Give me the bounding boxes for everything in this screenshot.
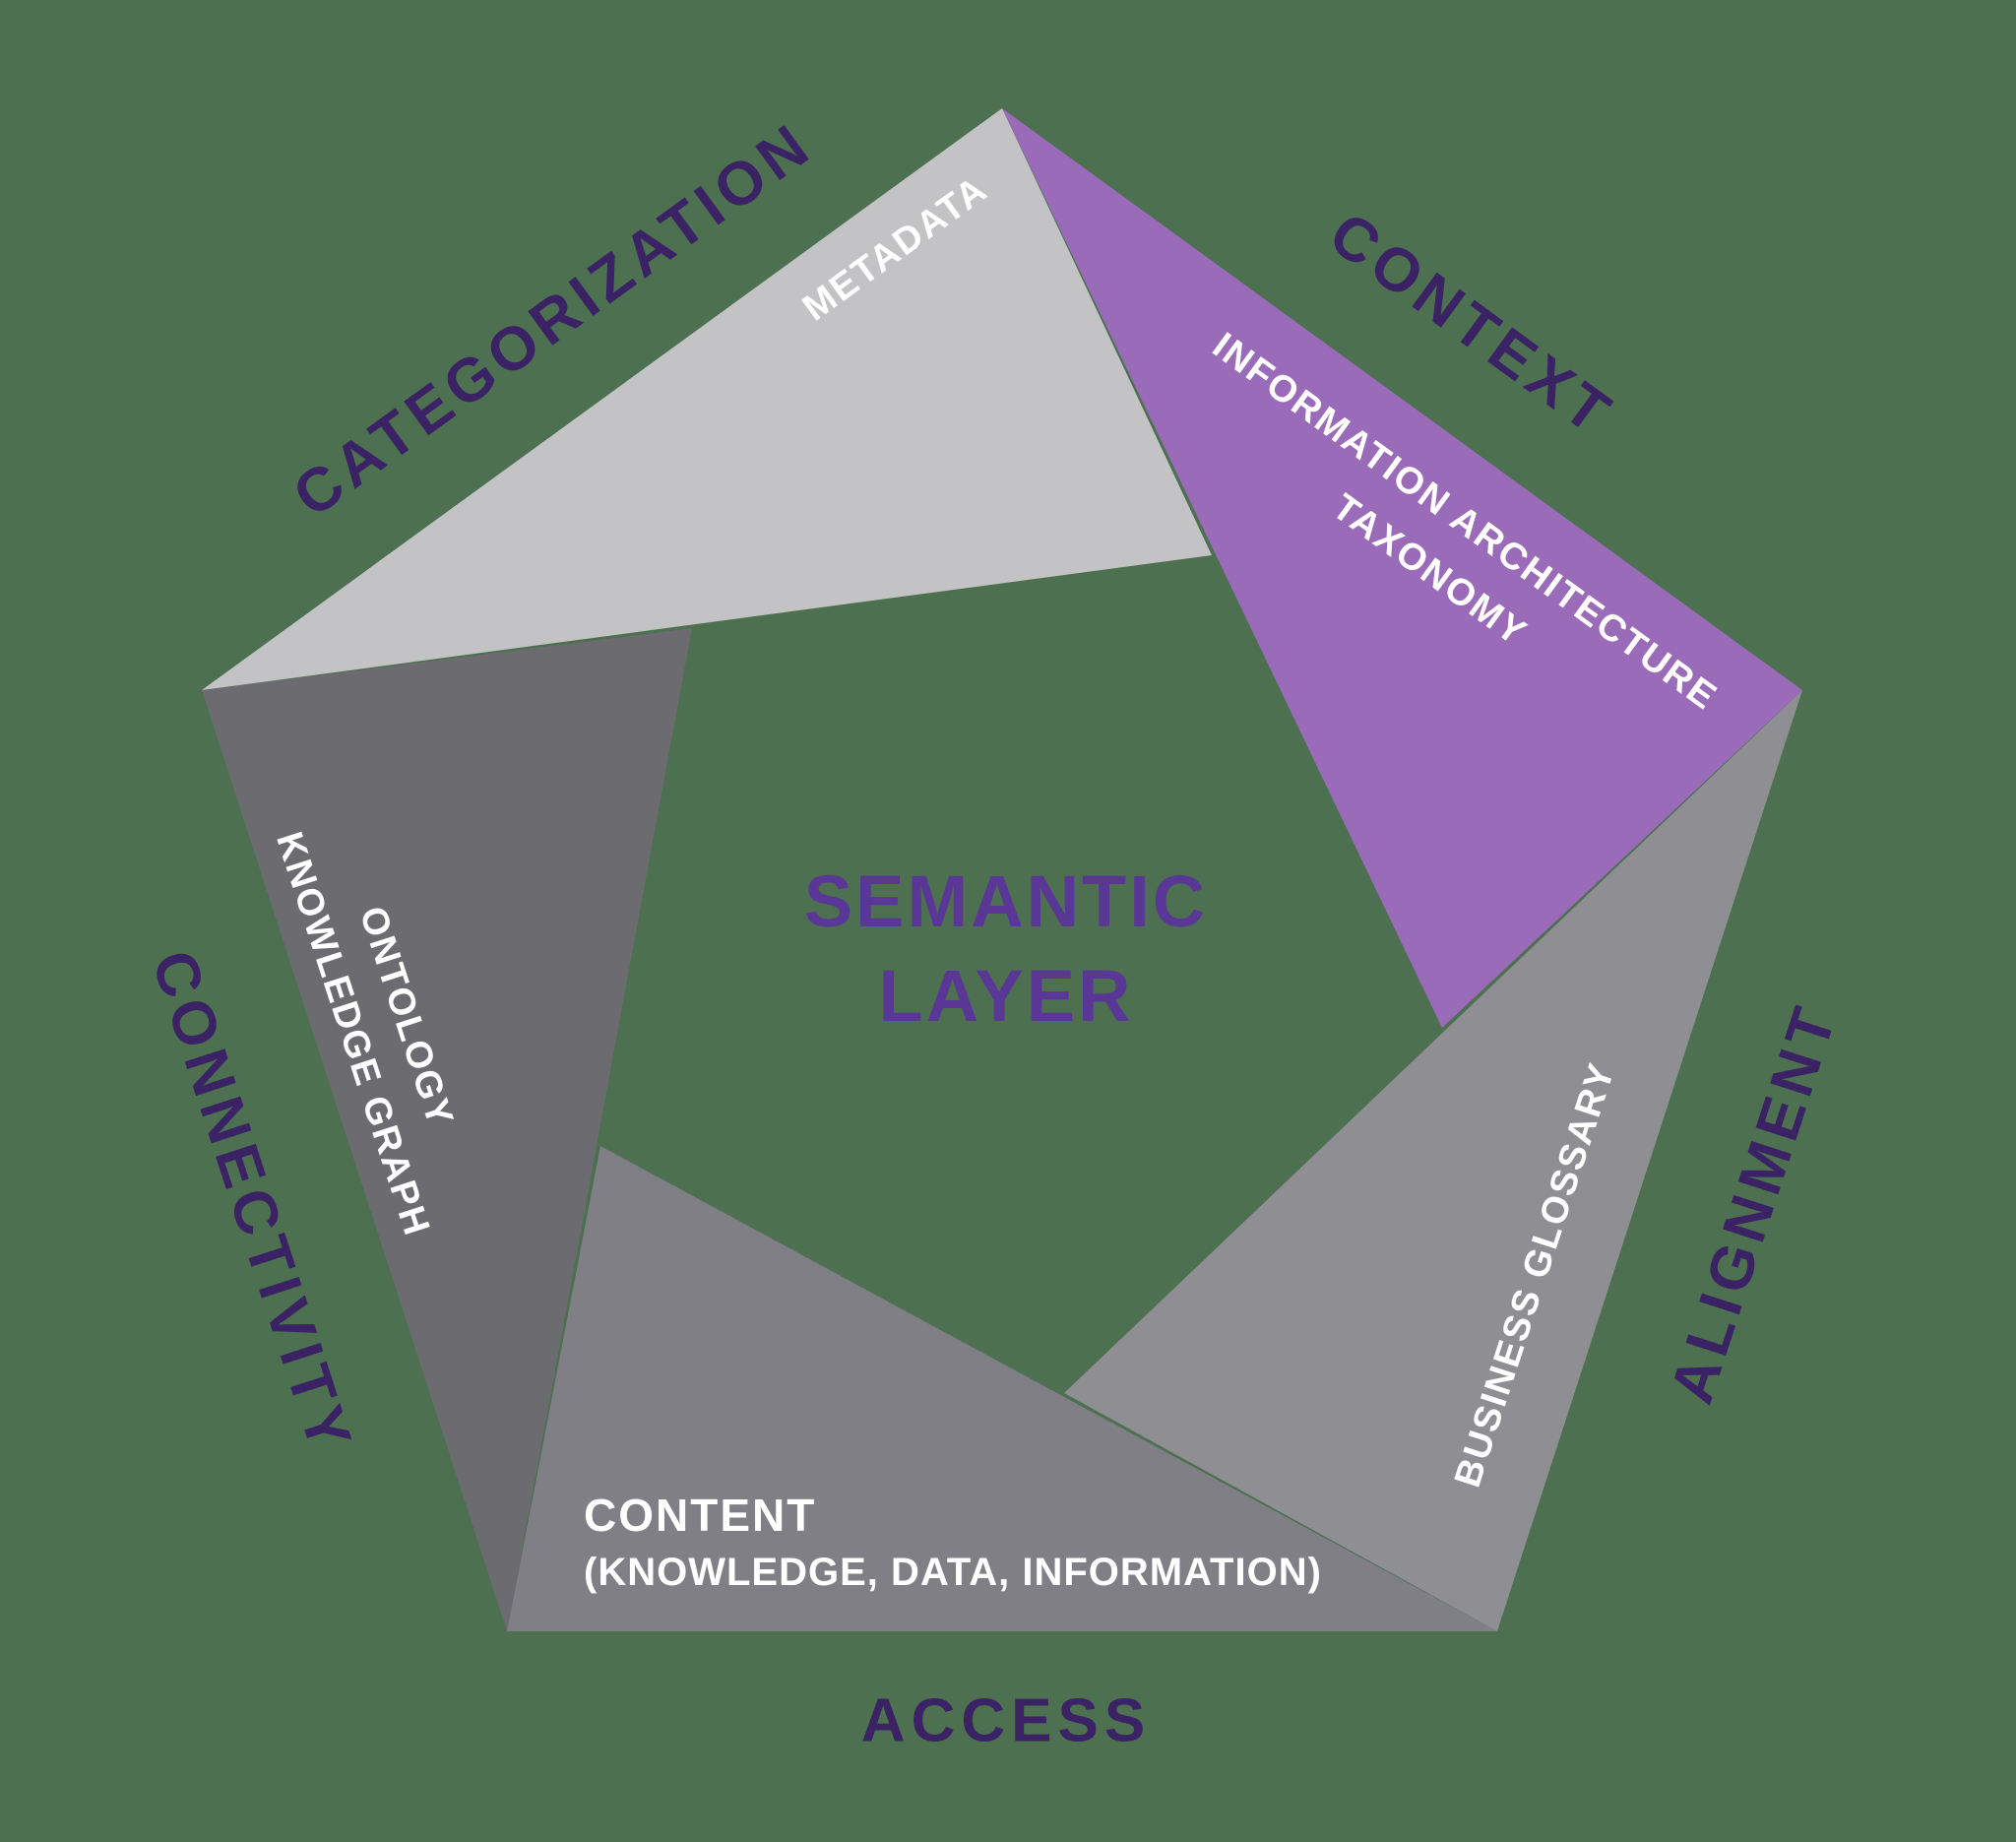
ontology-triangle — [202, 628, 692, 1631]
content-triangle — [507, 1146, 1497, 1631]
metadata-triangle — [202, 108, 1212, 690]
center-title-line-1: SEMANTIC — [803, 859, 1209, 942]
taxonomy-triangle — [1002, 108, 1802, 1028]
outer-label-access: ACCESS — [860, 1686, 1152, 1755]
center-title: SEMANTIC LAYER — [804, 855, 1208, 1044]
center-title-line-2: LAYER — [878, 955, 1134, 1037]
content-label: CONTENT (KNOWLEDGE, DATA, INFORMATION) — [584, 1489, 1322, 1596]
business-glossary-triangle — [1064, 690, 1802, 1631]
content-sub-line: (KNOWLEDGE, DATA, INFORMATION) — [584, 1551, 1322, 1595]
content-line: CONTENT — [584, 1490, 817, 1541]
